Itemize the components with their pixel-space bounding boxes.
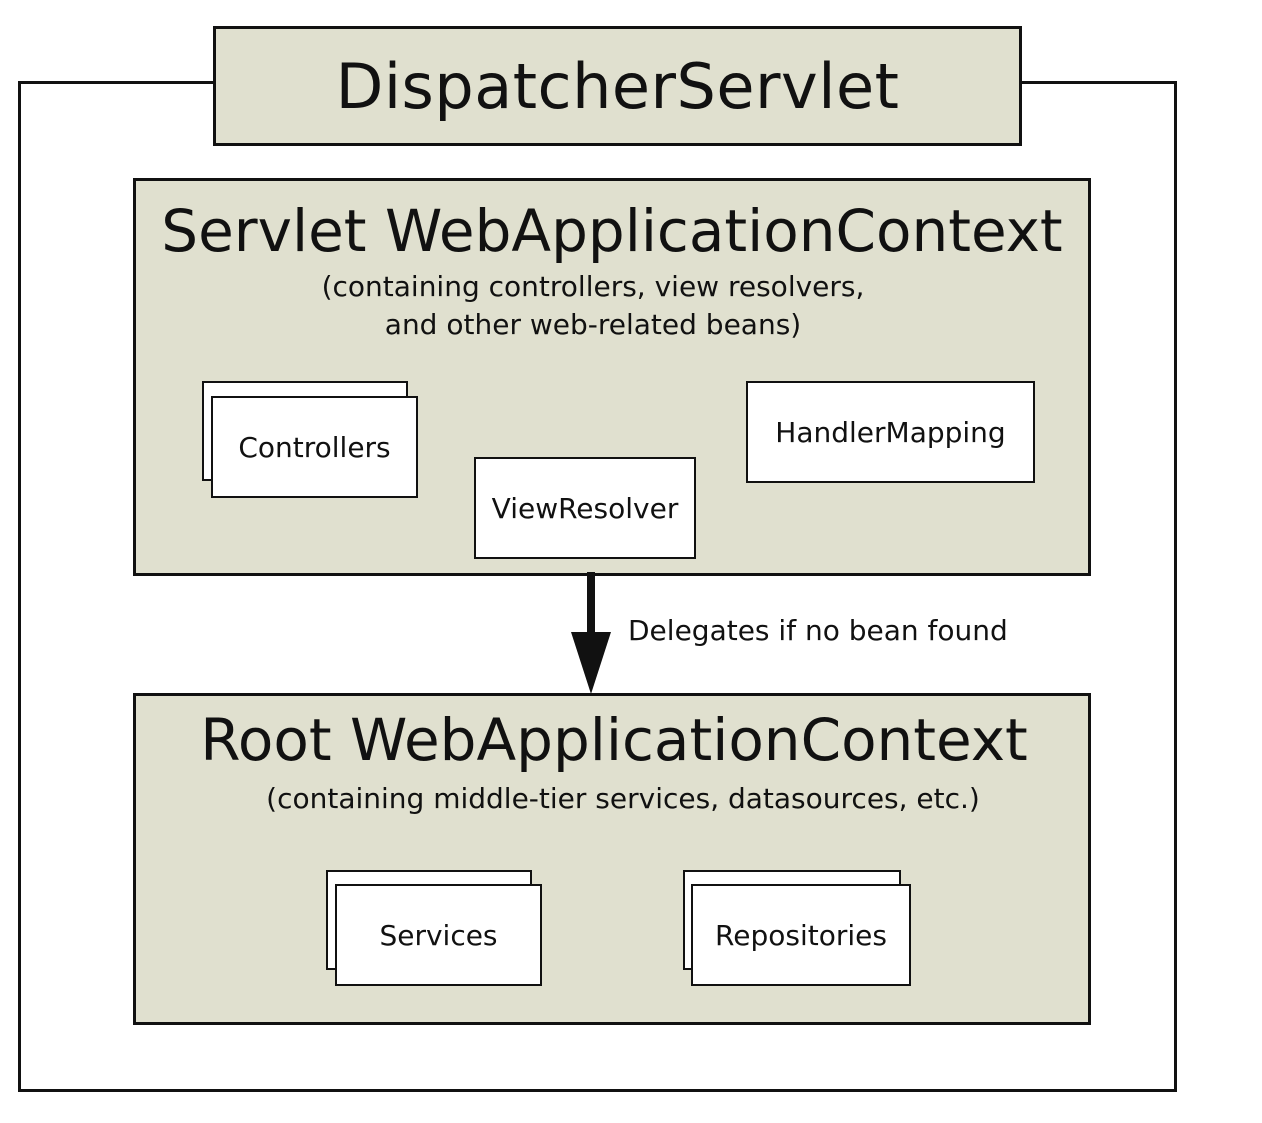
viewresolver-bean: ViewResolver (474, 457, 696, 559)
servlet-context-description: (containing controllers, view resolvers,… (136, 268, 1050, 344)
root-context-title: Root WebApplicationContext (200, 706, 1028, 774)
delegation-arrow-icon (571, 572, 611, 694)
repositories-bean: Repositories (691, 884, 911, 986)
root-webapplicationcontext: Root WebApplicationContext (containing m… (133, 693, 1091, 1025)
services-bean-label: Services (379, 918, 498, 952)
services-bean: Services (335, 884, 542, 986)
repositories-bean-label: Repositories (715, 918, 887, 952)
controllers-bean-label: Controllers (238, 430, 391, 464)
servlet-context-description-line2: and other web-related beans) (384, 308, 802, 341)
servlet-context-title: Servlet WebApplicationContext (161, 197, 1063, 265)
servlet-context-description-line1: (containing controllers, view resolvers, (321, 270, 865, 303)
dispatcher-servlet-title: DispatcherServlet (213, 26, 1022, 146)
root-context-description: (containing middle-tier services, dataso… (266, 782, 980, 815)
controllers-bean: Controllers (211, 396, 418, 498)
handlermapping-bean: HandlerMapping (746, 381, 1035, 483)
handlermapping-bean-label: HandlerMapping (775, 415, 1006, 449)
dispatcher-servlet-title-text: DispatcherServlet (335, 49, 900, 123)
delegation-arrow-head (571, 632, 611, 694)
delegation-label: Delegates if no bean found (628, 614, 1008, 647)
viewresolver-bean-label: ViewResolver (491, 491, 679, 525)
servlet-webapplicationcontext: Servlet WebApplicationContext (containin… (133, 178, 1091, 576)
